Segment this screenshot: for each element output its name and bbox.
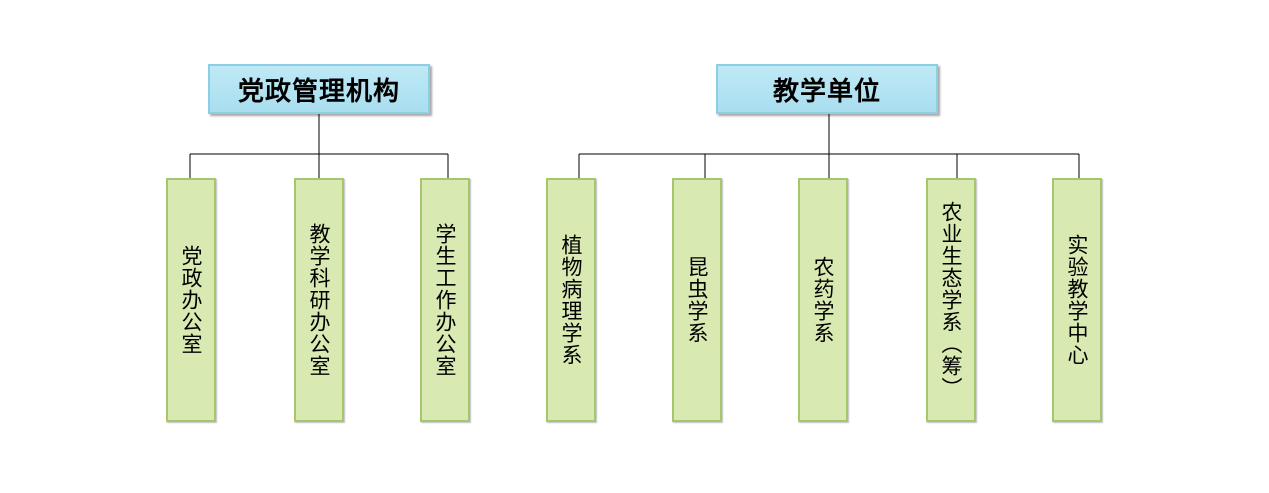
unit-box-teaching-3: 农药学系: [798, 178, 848, 422]
group-title-admin: 党政管理机构: [237, 76, 400, 107]
unit-label: 党政办公室: [179, 245, 203, 355]
unit-label: 农药学系: [811, 256, 835, 344]
unit-box-teaching-5: 实验教学中心: [1052, 178, 1102, 422]
unit-box-teaching-1: 植物病理学系: [546, 178, 596, 422]
unit-box-admin-1: 党政办公室: [166, 178, 216, 422]
unit-label: 教学科研办公室: [307, 223, 331, 377]
unit-box-admin-2: 教学科研办公室: [294, 178, 344, 422]
unit-box-teaching-2: 昆虫学系: [672, 178, 722, 422]
group-title-teaching: 教学单位: [772, 76, 881, 107]
unit-label: 农业生态学系（筹）: [939, 201, 963, 399]
unit-label: 实验教学中心: [1065, 234, 1089, 366]
unit-box-teaching-4: 农业生态学系（筹）: [926, 178, 976, 422]
unit-label: 植物病理学系: [559, 234, 583, 366]
unit-box-admin-3: 学生工作办公室: [420, 178, 470, 422]
unit-label: 学生工作办公室: [433, 223, 457, 377]
group-header-admin: 党政管理机构: [208, 64, 430, 114]
group-header-teaching: 教学单位: [716, 64, 938, 114]
unit-label: 昆虫学系: [685, 256, 709, 344]
